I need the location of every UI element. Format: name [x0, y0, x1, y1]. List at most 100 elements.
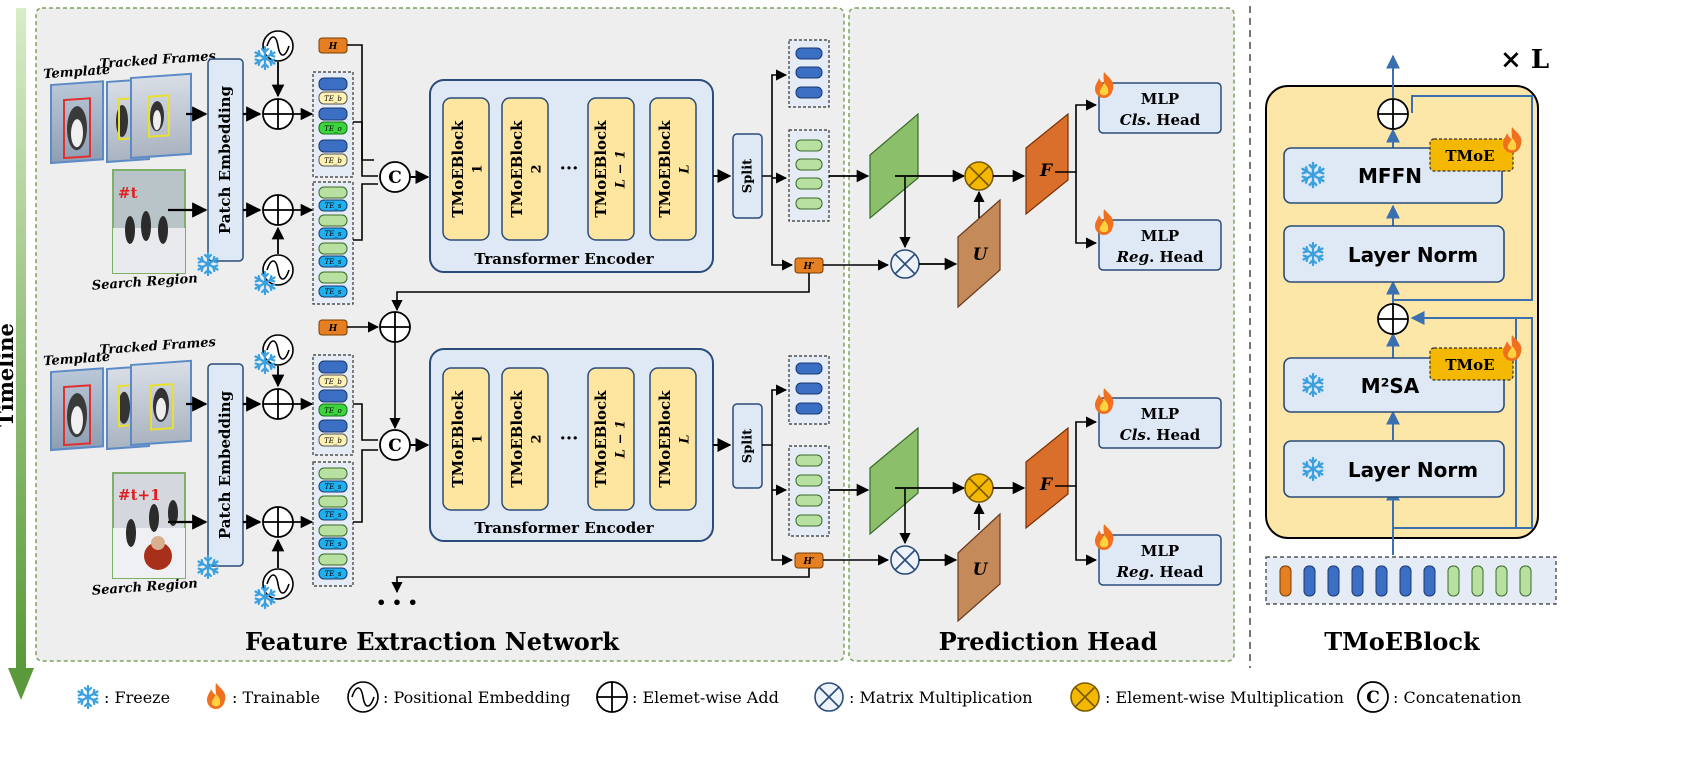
svg-text:C: C — [1366, 688, 1380, 708]
svg-text:H′: H′ — [803, 262, 816, 272]
tmoe-block-2: TMoEBlock 2 — [501, 97, 549, 241]
elementwise-mul-icon — [1070, 682, 1100, 712]
svg-text:TE_s: TE_s — [325, 258, 342, 266]
add-icon — [262, 388, 294, 420]
add-icon — [379, 311, 411, 343]
timeline-label: Timeline — [0, 323, 18, 427]
svg-text:: Element-wise Multiplication: : Element-wise Multiplication — [1105, 688, 1344, 707]
svg-text:TMoE: TMoE — [1445, 147, 1494, 165]
mlp-cls-head: MLP Cls. Head — [1098, 82, 1222, 134]
elementwise-mul-icon — [964, 161, 994, 191]
matmul-icon — [890, 249, 920, 279]
add-icon — [262, 98, 294, 130]
svg-text:TMoEBlock: TMoEBlock — [592, 120, 610, 218]
svg-text:U: U — [973, 245, 989, 265]
svg-text:MLP: MLP — [1141, 90, 1179, 108]
svg-text:Reg. Head: Reg. Head — [1116, 248, 1204, 266]
flame-icon — [207, 683, 226, 709]
svg-text:F: F — [1039, 475, 1054, 495]
svg-text:Cls. Head: Cls. Head — [1120, 426, 1201, 444]
tmoe-block-1: TMoEBlock 1 — [442, 367, 490, 511]
svg-text:···: ··· — [560, 428, 579, 449]
frame-tag: #t+1 — [118, 486, 161, 504]
timeline: Timeline — [0, 8, 34, 700]
svg-text:U: U — [973, 560, 989, 580]
concat-icon — [1357, 681, 1389, 713]
svg-text:Reg. Head: Reg. Head — [1116, 563, 1204, 581]
positional-embedding-icon — [347, 681, 379, 713]
svg-text:L: L — [678, 434, 693, 444]
svg-text:Layer Norm: Layer Norm — [1348, 243, 1478, 267]
svg-text:Split: Split — [741, 159, 756, 193]
svg-text:: Positional Embedding: : Positional Embedding — [383, 688, 571, 707]
svg-text:TE_s: TE_s — [325, 570, 342, 578]
frame-tag: #t — [118, 184, 138, 202]
search-region-image — [112, 169, 186, 274]
mlp-cls-head: MLP Cls. Head — [1098, 397, 1222, 449]
times-l-label: × L — [1500, 45, 1549, 75]
svg-text:TE_s: TE_s — [325, 483, 342, 491]
mlp-reg-head: MLP Reg. Head — [1098, 219, 1222, 271]
mffn-block: MFFN TMoE — [1283, 127, 1522, 204]
svg-text:1: 1 — [471, 164, 486, 173]
svg-text:TE_s: TE_s — [325, 202, 342, 210]
svg-text:TMoEBlock: TMoEBlock — [592, 390, 610, 488]
svg-text:TMoE: TMoE — [1445, 356, 1494, 374]
svg-text:TE_s: TE_s — [325, 230, 342, 238]
tmoe-block-l-minus-1: TMoEBlock L − 1 — [587, 367, 635, 511]
tracked-frame-2 — [130, 359, 192, 447]
prediction-head-panel — [848, 7, 1235, 662]
add-icon — [262, 506, 294, 538]
svg-text:TE_s: TE_s — [325, 511, 342, 519]
svg-text:···: ··· — [560, 158, 579, 179]
svg-text:2: 2 — [530, 164, 545, 173]
transformer-encoder-label: Transformer Encoder — [474, 519, 654, 537]
add-icon — [596, 681, 628, 713]
svg-text:Layer Norm: Layer Norm — [1348, 458, 1478, 482]
svg-text:M²SA: M²SA — [1361, 374, 1420, 398]
svg-text:2: 2 — [530, 434, 545, 443]
template-label: Template — [43, 63, 111, 83]
tmoe-block-2: TMoEBlock 2 — [501, 367, 549, 511]
svg-text:TE_o: TE_o — [324, 125, 342, 133]
svg-text:F: F — [1039, 161, 1054, 181]
svg-text:TMoEBlock: TMoEBlock — [508, 390, 526, 488]
svg-text:Cls. Head: Cls. Head — [1120, 111, 1201, 129]
svg-text:TMoEBlock: TMoEBlock — [508, 120, 526, 218]
feature-extraction-title: Feature Extraction Network — [245, 627, 620, 656]
tracked-frame-2 — [130, 72, 192, 160]
svg-text:TE_o: TE_o — [324, 407, 342, 415]
svg-text:: Matrix Multiplication: : Matrix Multiplication — [849, 688, 1033, 707]
template-image — [50, 80, 104, 165]
continuation-dots: • • • — [376, 593, 418, 612]
matmul-icon — [814, 682, 844, 712]
svg-text:TE_b: TE_b — [324, 378, 342, 386]
patch-embedding-label: Patch Embedding — [216, 85, 234, 234]
svg-text:: Concatenation: : Concatenation — [1393, 688, 1521, 707]
svg-text:L − 1: L − 1 — [614, 420, 629, 459]
svg-text:C: C — [388, 436, 402, 456]
matmul-icon — [890, 545, 920, 575]
svg-text:TE_s: TE_s — [325, 288, 342, 296]
svg-text:H′: H′ — [803, 557, 816, 567]
svg-text:C: C — [388, 168, 402, 188]
svg-text:: Freeze: : Freeze — [104, 688, 170, 707]
svg-text:TMoEBlock: TMoEBlock — [449, 390, 467, 488]
add-icon — [262, 194, 294, 226]
svg-text:MLP: MLP — [1141, 405, 1179, 423]
m2sa-block: M²SA TMoE — [1283, 335, 1522, 413]
svg-text:TMoEBlock: TMoEBlock — [449, 120, 467, 218]
tmoe-block-detail: × L MFFN TMoE — [1265, 45, 1557, 605]
svg-text:L: L — [678, 164, 693, 174]
tmoe-block-l: TMoEBlock L — [649, 97, 697, 241]
search-region-image — [112, 472, 186, 579]
transformer-encoder-label: Transformer Encoder — [474, 250, 654, 268]
tmoe-block-1: TMoEBlock 1 — [442, 97, 490, 241]
svg-text:TMoEBlock: TMoEBlock — [656, 120, 674, 218]
row-1: Template Tracked Frames #t Search Region… — [43, 30, 1222, 312]
svg-text:MLP: MLP — [1141, 542, 1179, 560]
svg-text:MFFN: MFFN — [1358, 164, 1422, 188]
svg-text:TE_b: TE_b — [324, 437, 342, 445]
svg-text:TE_b: TE_b — [324, 95, 342, 103]
svg-text:L − 1: L − 1 — [614, 150, 629, 189]
